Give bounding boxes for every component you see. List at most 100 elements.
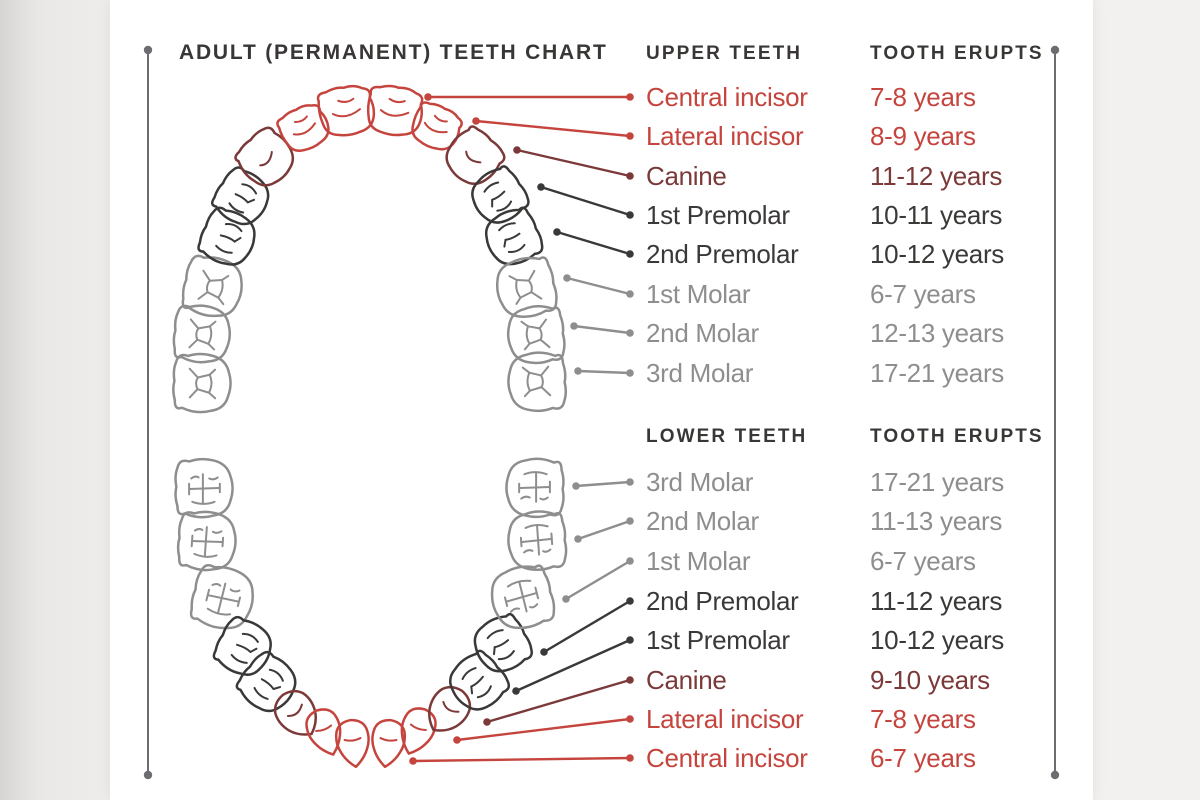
lower-left-lateral-incisor-tooth (302, 705, 348, 760)
upper-right-3rd-molar-tooth (507, 352, 566, 412)
upper-tooth-row: Canine 11-12 years (0, 156, 1200, 196)
upper-leader-canine (513, 146, 634, 180)
eruption-age-value: 11-12 years (870, 586, 1003, 616)
upper-left-1st-premolar-tooth (208, 163, 277, 233)
lower-right-2nd-premolar-tooth (467, 609, 537, 679)
upper-left-1st-molar-tooth (179, 253, 247, 322)
lower-left-1st-molar-tooth (187, 561, 259, 634)
right-frame-line (1050, 45, 1060, 780)
lower-tooth-row: Central incisor 6-7 years (0, 738, 1200, 778)
upper-leader-2nd-molar (570, 322, 634, 337)
tooth-name-label: 1st Molar (646, 279, 751, 309)
upper-tooth-row: 2nd Premolar 10-12 years (0, 234, 1200, 274)
lower-right-lateral-incisor-tooth (394, 704, 440, 759)
lower-left-central-incisor-tooth (334, 718, 372, 769)
eruption-age-value: 6-7 years (870, 546, 976, 576)
upper-right-1st-premolar-tooth (464, 162, 533, 232)
eruption-age-value: 10-12 years (870, 239, 1004, 269)
lower-right-2nd-molar-tooth (506, 510, 567, 572)
tooth-name-label: Lateral incisor (646, 121, 804, 151)
tooth-name-label: Canine (646, 665, 727, 695)
tooth-name-label: 1st Molar (646, 546, 751, 576)
lower-teeth-heading: LOWER TEETH (646, 426, 808, 447)
eruption-age-value: 11-12 years (870, 161, 1003, 191)
lower-tooth-row: 1st Molar 6-7 years (0, 541, 1200, 581)
tooth-name-label: 1st Premolar (646, 200, 790, 230)
eruption-age-value: 8-9 years (870, 121, 976, 151)
lower-leader-1st-premolar (512, 636, 634, 695)
upper-left-2nd-premolar-tooth (194, 204, 262, 272)
tooth-name-label: 3rd Molar (646, 467, 754, 497)
lower-right-1st-molar-tooth (486, 561, 558, 634)
upper-leader-lateral-incisor (472, 117, 634, 140)
tooth-name-label: 2nd Premolar (646, 586, 799, 616)
lower-leader-3rd-molar (572, 478, 634, 490)
upper-left-2nd-molar-tooth (172, 304, 232, 365)
eruption-age-value: 10-11 years (870, 200, 1003, 230)
lower-left-2nd-premolar-tooth (209, 613, 279, 683)
upper-leader-1st-premolar (537, 183, 634, 219)
tooth-name-label: 3rd Molar (646, 358, 754, 388)
tooth-name-label: Central incisor (646, 82, 808, 112)
lower-tooth-row: 3rd Molar 17-21 years (0, 462, 1200, 502)
upper-tooth-row: 1st Molar 6-7 years (0, 274, 1200, 314)
upper-tooth-erupts-heading: TOOTH ERUPTS (870, 43, 1044, 64)
upper-tooth-row: 2nd Molar 12-13 years (0, 313, 1200, 353)
lower-tooth-row: Canine 9-10 years (0, 660, 1200, 700)
upper-tooth-row: 3rd Molar 17-21 years (0, 353, 1200, 393)
eruption-age-value: 7-8 years (870, 704, 976, 734)
lower-left-2nd-molar-tooth (177, 510, 238, 572)
eruption-age-value: 10-12 years (870, 625, 1004, 655)
tooth-name-label: 1st Premolar (646, 625, 790, 655)
lower-tooth-row: 2nd Molar 11-13 years (0, 501, 1200, 541)
upper-teeth-heading: UPPER TEETH (646, 43, 803, 64)
upper-right-2nd-molar-tooth (506, 304, 566, 365)
left-frame-line (143, 45, 153, 780)
upper-left-lateral-incisor-tooth (274, 100, 334, 157)
lower-leader-canine (483, 676, 634, 726)
tooth-name-label: 2nd Molar (646, 506, 759, 536)
upper-right-canine-tooth (438, 122, 509, 193)
tooth-name-label: Central incisor (646, 743, 808, 773)
upper-leader-central-incisor (424, 93, 634, 101)
lower-left-1st-premolar-tooth (232, 647, 305, 720)
upper-tooth-row: 1st Premolar 10-11 years (0, 195, 1200, 235)
lower-tooth-row: 2nd Premolar 11-12 years (0, 581, 1200, 621)
lower-right-canine-tooth (418, 680, 477, 741)
chart-title: ADULT (PERMANENT) TEETH CHART (179, 41, 608, 64)
lower-tooth-row: 1st Premolar 10-12 years (0, 620, 1200, 660)
upper-right-2nd-premolar-tooth (479, 203, 547, 271)
lower-leader-2nd-molar (574, 517, 634, 543)
lower-tooth-row: Lateral incisor 7-8 years (0, 699, 1200, 739)
tooth-name-label: 2nd Premolar (646, 239, 799, 269)
upper-right-central-incisor-tooth (365, 83, 425, 138)
eruption-age-value: 6-7 years (870, 279, 976, 309)
lower-leader-central-incisor (409, 754, 634, 765)
tooth-name-label: Lateral incisor (646, 704, 804, 734)
tooth-name-label: 2nd Molar (646, 318, 759, 348)
tooth-name-label: Canine (646, 161, 727, 191)
lower-right-central-incisor-tooth (369, 718, 407, 769)
upper-leader-2nd-premolar (553, 228, 634, 258)
eruption-age-value: 17-21 years (870, 358, 1004, 388)
upper-left-central-incisor-tooth (316, 83, 376, 138)
lower-left-3rd-molar-tooth (176, 459, 233, 517)
eruption-age-value: 6-7 years (870, 743, 976, 773)
lower-leader-1st-molar (562, 557, 634, 603)
upper-leader-1st-molar (563, 274, 634, 298)
eruption-age-value: 7-8 years (870, 82, 976, 112)
lower-leader-2nd-premolar (540, 597, 634, 656)
eruption-age-value: 12-13 years (870, 318, 1004, 348)
upper-right-1st-molar-tooth (492, 253, 560, 322)
upper-tooth-row: Lateral incisor 8-9 years (0, 116, 1200, 156)
upper-tooth-row: Central incisor 7-8 years (0, 77, 1200, 117)
eruption-age-value: 17-21 years (870, 467, 1004, 497)
lower-right-1st-premolar-tooth (441, 646, 514, 719)
lower-tooth-erupts-heading: TOOTH ERUPTS (870, 426, 1044, 447)
eruption-age-value: 11-13 years (870, 506, 1003, 536)
eruption-age-value: 9-10 years (870, 665, 990, 695)
upper-leader-3rd-molar (574, 367, 634, 377)
lower-right-3rd-molar-tooth (506, 459, 563, 517)
